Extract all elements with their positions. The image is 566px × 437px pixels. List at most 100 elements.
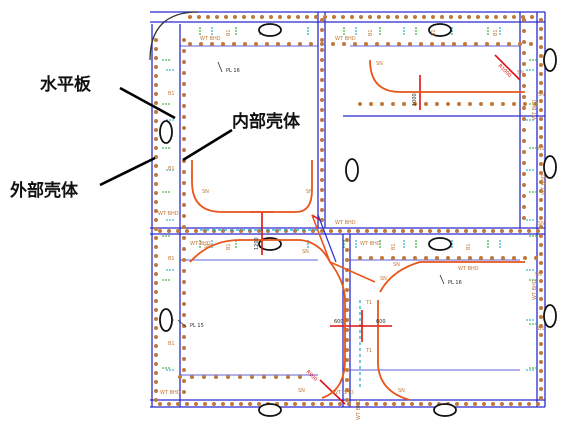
drawing-label: B1: [431, 29, 437, 36]
stiffener-dot: [539, 279, 543, 283]
stiffener-dot: [424, 256, 428, 260]
bracket-curve: [369, 59, 525, 93]
stiffener-dot: [358, 256, 362, 260]
lightening-hole: [428, 23, 452, 37]
stiffener-dot: [391, 102, 395, 106]
stiffener-dot: [154, 398, 158, 402]
stiffener-dot: [457, 102, 461, 106]
stiffener-dot: [512, 15, 516, 19]
drawing-label: SN: [204, 244, 211, 250]
stiffener-dot: [199, 42, 203, 46]
stiffener-dot: [479, 256, 483, 260]
stiffener-dot: [154, 272, 158, 276]
stiffener-dot: [507, 42, 511, 46]
stiffener-dot: [369, 102, 373, 106]
drawing-label: B1: [226, 29, 232, 36]
stiffener-dot: [154, 389, 158, 393]
stiffener-dot: [154, 47, 158, 51]
stiffener-dot: [397, 42, 401, 46]
stiffener-dot: [539, 36, 543, 40]
stiffener-dot: [364, 42, 368, 46]
stiffener-dot: [305, 15, 309, 19]
stiffener-dot: [539, 225, 543, 229]
stiffener-dot: [527, 229, 531, 233]
bracket-curve: [377, 300, 411, 401]
inner-hull-label: 内部壳体: [232, 112, 300, 132]
stiffener-dot: [182, 335, 186, 339]
drawing-label: SN: [398, 388, 405, 394]
stiffener-dot: [182, 203, 186, 207]
drawing-label: WT BHD: [158, 211, 179, 217]
stiffener-dot: [284, 402, 288, 406]
stiffener-dot: [320, 402, 324, 406]
stiffener-dot: [539, 333, 543, 337]
stiffener-dot: [449, 15, 453, 19]
drawing-label: WT BHD: [532, 99, 538, 120]
lightening-hole: [159, 308, 173, 332]
stiffener-dot: [206, 15, 210, 19]
stiffener-dot: [522, 216, 526, 220]
stiffener-dot: [345, 238, 349, 242]
stiffener-dot: [265, 42, 269, 46]
stiffener-dot: [194, 229, 198, 233]
stiffener-dot: [345, 248, 349, 252]
stiffener-dot: [539, 45, 543, 49]
stiffener-dot: [479, 102, 483, 106]
stiffener-dot: [154, 371, 158, 375]
stiffener-dot: [536, 402, 540, 406]
lightening-hole: [428, 237, 452, 251]
stiffener-dot: [320, 208, 324, 212]
stiffener-dot: [345, 358, 349, 362]
stiffener-dot: [430, 42, 434, 46]
stiffener-dot: [522, 150, 526, 154]
stiffener-dot: [539, 144, 543, 148]
stiffener-dot: [154, 317, 158, 321]
drawing-label: SN: [380, 276, 387, 282]
stiffener-dot: [320, 218, 324, 222]
stiffener-dot: [375, 42, 379, 46]
stiffener-dot: [262, 375, 266, 379]
stiffener-dot: [422, 15, 426, 19]
stiffener-dot: [154, 101, 158, 105]
stiffener-dot: [154, 164, 158, 168]
stiffener-dot: [539, 81, 543, 85]
stiffener-dot: [182, 82, 186, 86]
stiffener-dot: [474, 42, 478, 46]
drawing-label: WT BHD: [335, 36, 356, 42]
stiffener-dot: [518, 229, 522, 233]
stiffener-dot: [446, 229, 450, 233]
stiffener-dot: [419, 229, 423, 233]
stiffener-dot: [154, 209, 158, 213]
stiffener-dot: [309, 42, 313, 46]
stiffener-dot: [345, 318, 349, 322]
stiffener-dot: [353, 42, 357, 46]
drawing-label: WT BHD: [532, 279, 538, 300]
leader-line: [439, 274, 445, 285]
red-dimension: [494, 54, 521, 81]
stiffener-dot: [539, 243, 543, 247]
stiffener-dot: [320, 128, 324, 132]
stiffener-dot: [154, 299, 158, 303]
stiffener-dot: [539, 306, 543, 310]
drawing-label: WT BHD: [333, 390, 354, 396]
stiffener-dot: [365, 402, 369, 406]
stiffener-dot: [320, 178, 324, 182]
stiffener-dot: [182, 291, 186, 295]
stiffener-dot: [413, 102, 417, 106]
drawing-label: PL 16: [226, 68, 240, 74]
stiffener-dot: [188, 42, 192, 46]
stiffener-dot: [287, 15, 291, 19]
stiffener-dot: [522, 172, 526, 176]
stiffener-dot: [154, 335, 158, 339]
stiffener-dot: [503, 15, 507, 19]
stiffener-dot: [332, 15, 336, 19]
stiffener-dot: [522, 106, 526, 110]
stiffener-dot: [224, 15, 228, 19]
stiffener-dot: [509, 402, 513, 406]
stiffener-dot: [369, 256, 373, 260]
stiffener-dot: [522, 95, 526, 99]
stiffener-dot: [182, 137, 186, 141]
stiffener-dot: [539, 63, 543, 67]
